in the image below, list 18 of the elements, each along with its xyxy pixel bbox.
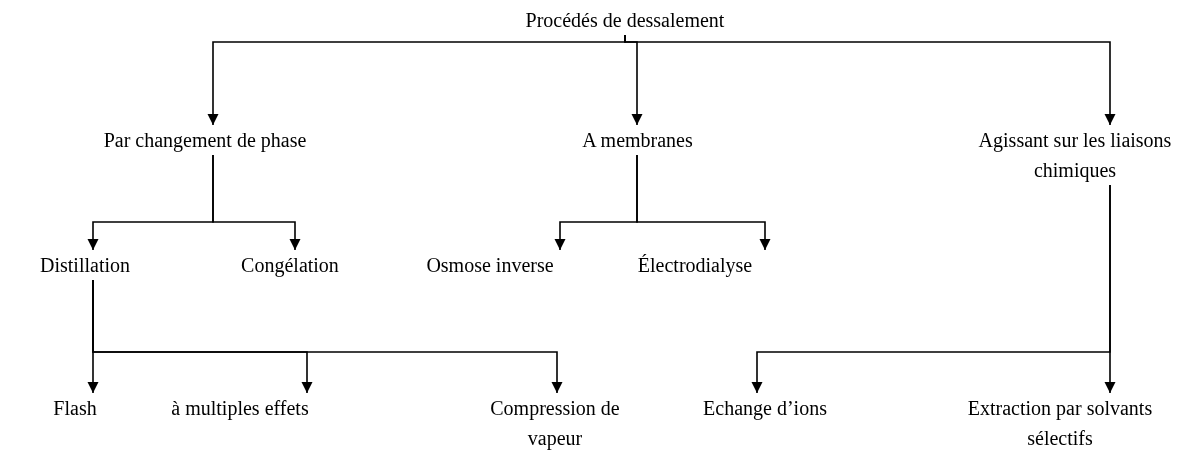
node-label: à multiples effets xyxy=(160,393,320,423)
arrow xyxy=(1104,184,1116,394)
node-label: Osmose inverse xyxy=(405,250,575,280)
node-label: Électrodialyse xyxy=(610,250,780,280)
node-label: Distillation xyxy=(5,250,165,280)
node-label: Agissant sur les liaisons chimiques xyxy=(975,125,1175,185)
node-label: Flash xyxy=(20,393,130,423)
node-label: Echange d’ions xyxy=(700,393,830,423)
node-label: Par changement de phase xyxy=(95,125,315,155)
node-label: Congélation xyxy=(210,250,370,280)
arrow xyxy=(92,279,563,394)
arrow xyxy=(212,154,301,251)
node-label: Procédés de dessalement xyxy=(500,5,750,35)
node-label: Compression de vapeur xyxy=(470,393,640,453)
node-label: A membranes xyxy=(540,125,735,155)
node-label: Extraction par solvants sélectifs xyxy=(960,393,1160,453)
arrow xyxy=(636,154,771,251)
arrow xyxy=(624,34,1116,126)
